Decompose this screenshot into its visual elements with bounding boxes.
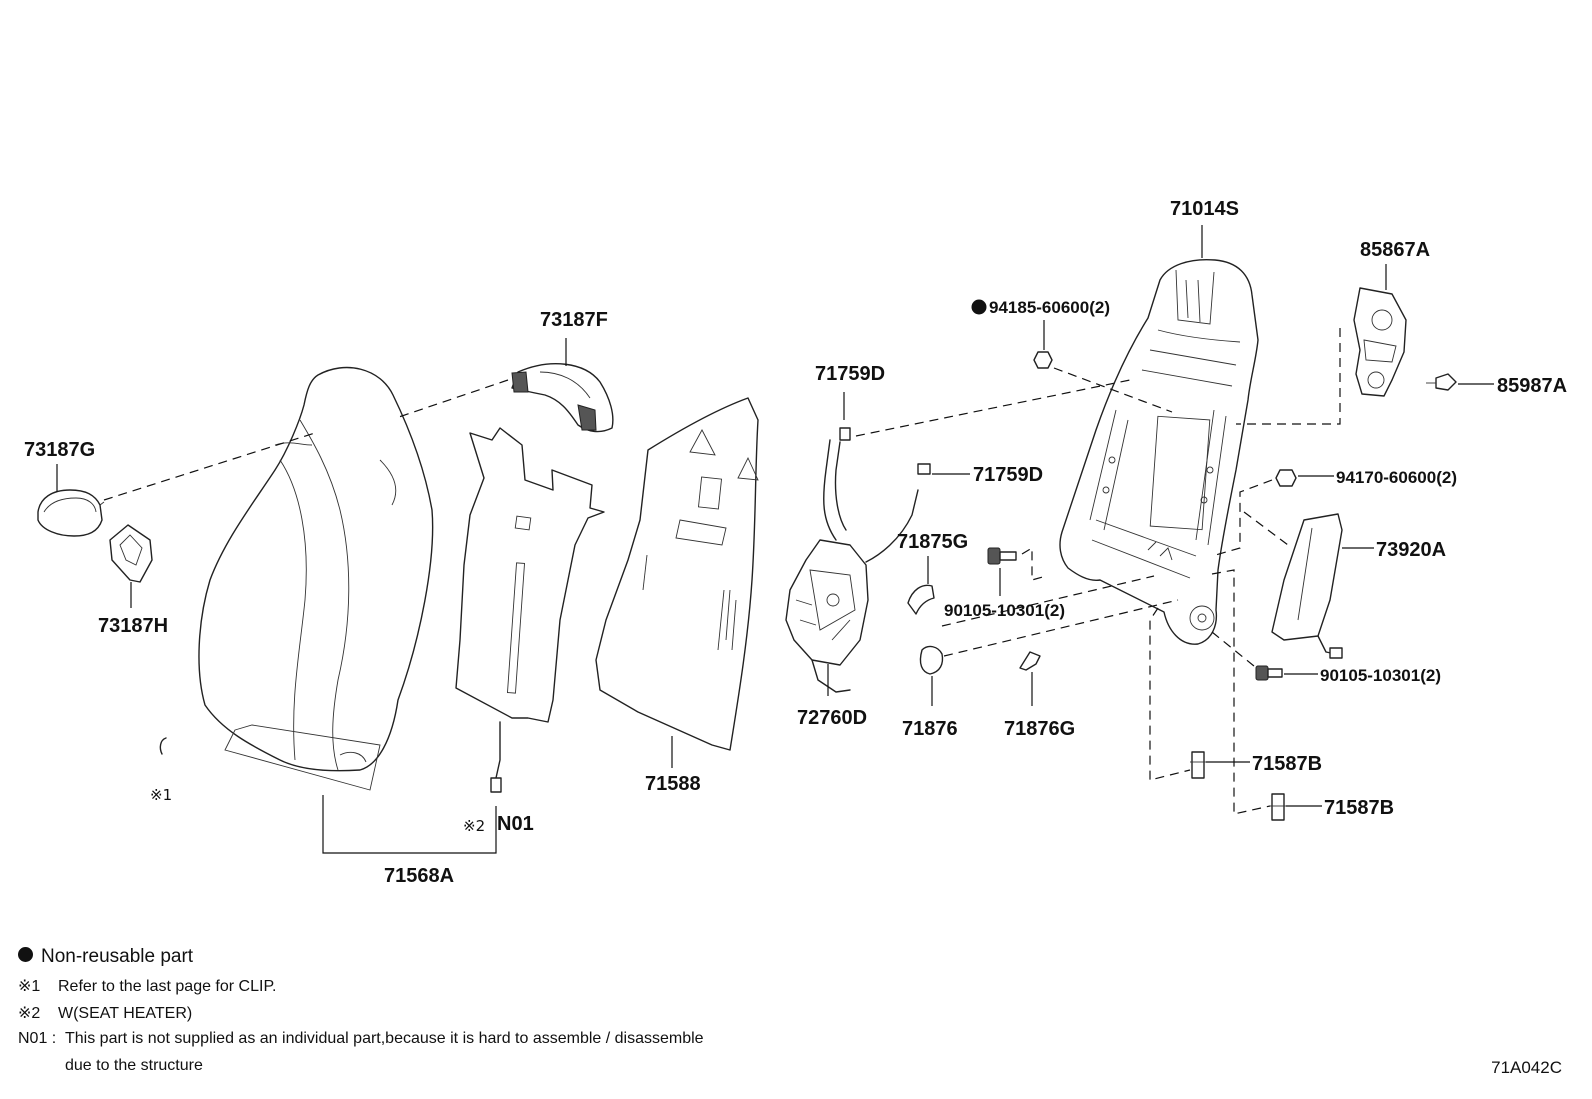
seat-heater-element-N01[interactable] [455, 427, 605, 793]
label-72760D: 72760D [797, 707, 867, 729]
label-90105-lower: 90105-10301(2) [1320, 666, 1441, 685]
recliner-cable-72760D[interactable] [785, 427, 931, 693]
seatback-pad-71588[interactable] [595, 397, 759, 751]
bracket-85867A[interactable] [1353, 287, 1407, 397]
label-71588: 71588 [645, 773, 701, 795]
nut-94170[interactable] [1275, 469, 1297, 487]
seatback-frame-71014S[interactable] [1059, 258, 1259, 645]
note-N01: N01 : This part is not supplied as an in… [18, 1030, 704, 1047]
label-71759D-lower: 71759D [973, 464, 1043, 486]
label-71759D-upper: 71759D [815, 363, 885, 385]
label-73187F: 73187F [540, 309, 608, 331]
cover-71876[interactable] [919, 645, 944, 675]
label-71875G: 71875G [897, 531, 968, 553]
clip-71587B-upper[interactable] [1190, 751, 1206, 779]
label-73920A: 73920A [1376, 539, 1446, 561]
clip-71587B-lower[interactable] [1270, 793, 1286, 821]
label-71014S: 71014S [1170, 198, 1239, 220]
label-71587B-lower: 71587B [1324, 797, 1394, 819]
clip-85987A[interactable] [1426, 373, 1457, 391]
clip-icon [159, 737, 167, 755]
label-N01: N01 [497, 813, 534, 835]
label-85867A: 85867A [1360, 239, 1430, 261]
side-airbag-73920A[interactable] [1271, 513, 1343, 659]
label-85987A: 85987A [1497, 375, 1567, 397]
label-94170: 94170-60600(2) [1336, 468, 1457, 487]
note-N01-continued: due to the structure [65, 1057, 203, 1074]
note-2: ※2 W(SEAT HEATER) [18, 1005, 193, 1022]
label-73187H: 73187H [98, 615, 168, 637]
label-71587B-upper: 71587B [1252, 753, 1322, 775]
cover-71876G[interactable] [1019, 651, 1041, 671]
label-71876G: 71876G [1004, 718, 1075, 740]
ref-mark-2: ※2 [463, 817, 485, 835]
note-1: ※1 Refer to the last page for CLIP. [18, 978, 277, 995]
diagram-code: 71A042C [1491, 1058, 1562, 1077]
label-94185: 94185-60600(2) [989, 298, 1110, 317]
bolt-90105-upper[interactable] [987, 547, 1017, 565]
label-90105-upper: 90105-10301(2) [944, 601, 1065, 620]
ref-mark-1: ※1 [150, 786, 172, 804]
non-reusable-legend-dot [18, 947, 33, 962]
label-71876: 71876 [902, 718, 958, 740]
seatback-cover-71568A[interactable] [198, 366, 434, 791]
bolt-90105-lower[interactable] [1255, 665, 1283, 681]
note-non-reusable: Non-reusable part [18, 946, 704, 976]
nut-94185[interactable] [1033, 351, 1053, 369]
headrest-support-73187F[interactable] [511, 363, 614, 433]
cover-71875G[interactable] [907, 584, 935, 615]
trim-cover-73187H[interactable] [109, 524, 153, 583]
label-73187G: 73187G [24, 439, 95, 461]
notes-section: Non-reusable part ※1 Refer to the last p… [18, 946, 704, 1081]
trim-cover-73187G[interactable] [37, 489, 105, 537]
non-reusable-dot [971, 299, 987, 315]
label-71568A: 71568A [384, 865, 454, 887]
